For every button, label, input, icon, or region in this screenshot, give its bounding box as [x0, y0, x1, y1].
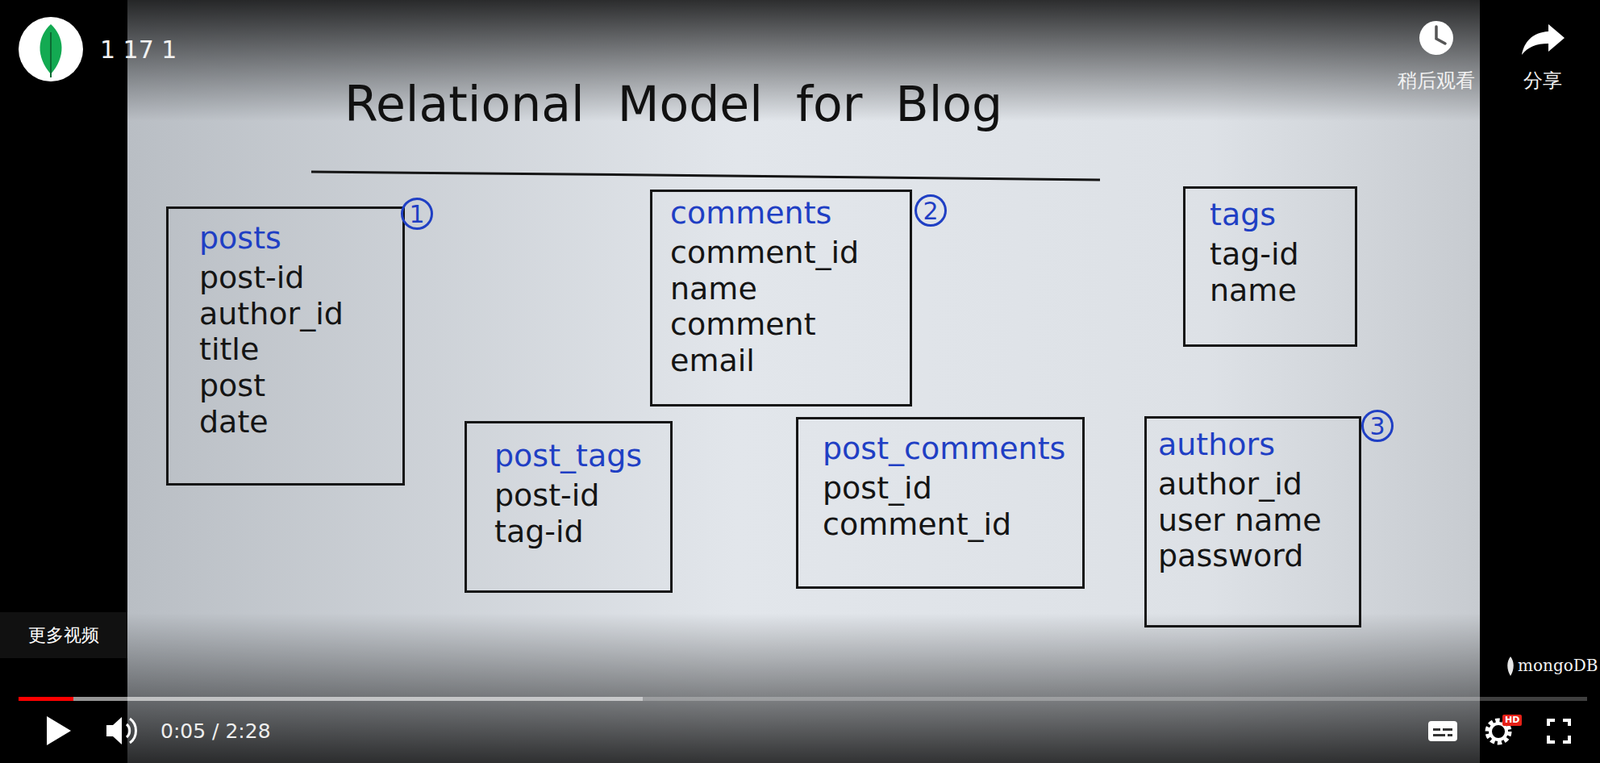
- table-name: post_tags: [494, 437, 642, 475]
- more-videos-button: 更多视频: [0, 612, 128, 659]
- table-box: tagstag-idname: [1183, 186, 1358, 347]
- callout-number: 2: [914, 194, 947, 227]
- column-name: name: [1209, 272, 1297, 309]
- column-name: title: [199, 331, 259, 368]
- table-box: post_commentspost_idcomment_id: [795, 416, 1085, 589]
- volume-wave: [126, 724, 130, 738]
- subtitles-line: [1433, 733, 1446, 737]
- bottom-shade: [0, 612, 1600, 763]
- channel-logo: [18, 16, 84, 82]
- column-name: post_id: [822, 470, 933, 507]
- diagram-title: Relational Model for Blog: [344, 75, 1003, 133]
- column-name: post: [199, 367, 266, 405]
- leaf-stem: [50, 32, 52, 78]
- table-name: post_comments: [822, 430, 1066, 467]
- table-name: comments: [670, 195, 832, 232]
- column-name: author_id: [1158, 466, 1303, 503]
- column-name: name: [670, 270, 758, 308]
- time-display: 0:05 / 2:28: [160, 719, 271, 743]
- clock-hands: [1436, 26, 1446, 44]
- column-name: date: [199, 404, 269, 441]
- progress-track: [18, 696, 1588, 701]
- table-box: commentscomment_idnamecommentemail: [650, 189, 913, 407]
- table-box: authorsauthor_iduser namepassword: [1144, 416, 1362, 628]
- hd-badge: HD: [1502, 714, 1522, 726]
- play-icon: [46, 716, 71, 746]
- share-icon: [1521, 24, 1565, 55]
- watermark: mongoDB: [1517, 655, 1598, 675]
- column-name: tag-id: [494, 513, 584, 550]
- fullscreen-icon: [1548, 720, 1570, 742]
- watch-later-label: 稍后观看: [1397, 67, 1475, 94]
- column-name: author_id: [199, 295, 344, 333]
- progress-played: [18, 696, 74, 701]
- column-name: comment: [670, 306, 817, 343]
- subtitles-icon: [1428, 720, 1458, 742]
- column-name: post-id: [199, 259, 305, 296]
- share-label: 分享: [1523, 67, 1563, 94]
- clock-icon: [1419, 20, 1454, 55]
- callout-number: 1: [400, 197, 434, 230]
- column-name: email: [670, 342, 755, 380]
- subtitles-line: [1442, 728, 1453, 731]
- table-name: posts: [199, 220, 282, 257]
- progress-buffer: [18, 696, 643, 701]
- column-name: tag-id: [1209, 236, 1300, 273]
- subtitles-line: [1433, 728, 1441, 731]
- watermark-leaf: [1507, 656, 1514, 676]
- column-name: comment_id: [670, 234, 859, 271]
- volume-icon: [106, 716, 122, 745]
- title-underline: [311, 171, 1100, 180]
- table-box: postspost-idauthor_idtitlepostdate: [166, 206, 405, 486]
- table-box: post_tagspost-idtag-id: [464, 420, 673, 593]
- table-name: tags: [1209, 196, 1276, 234]
- callout-number: 3: [1361, 409, 1394, 442]
- subtitles-line: [1447, 733, 1453, 737]
- column-name: user name: [1158, 502, 1322, 539]
- volume-wave: [129, 718, 137, 743]
- column-name: password: [1158, 537, 1304, 575]
- column-name: post-id: [494, 477, 600, 514]
- table-name: authors: [1158, 426, 1275, 463]
- video-title: 1 17 1: [100, 35, 177, 64]
- column-name: comment_id: [822, 506, 1012, 543]
